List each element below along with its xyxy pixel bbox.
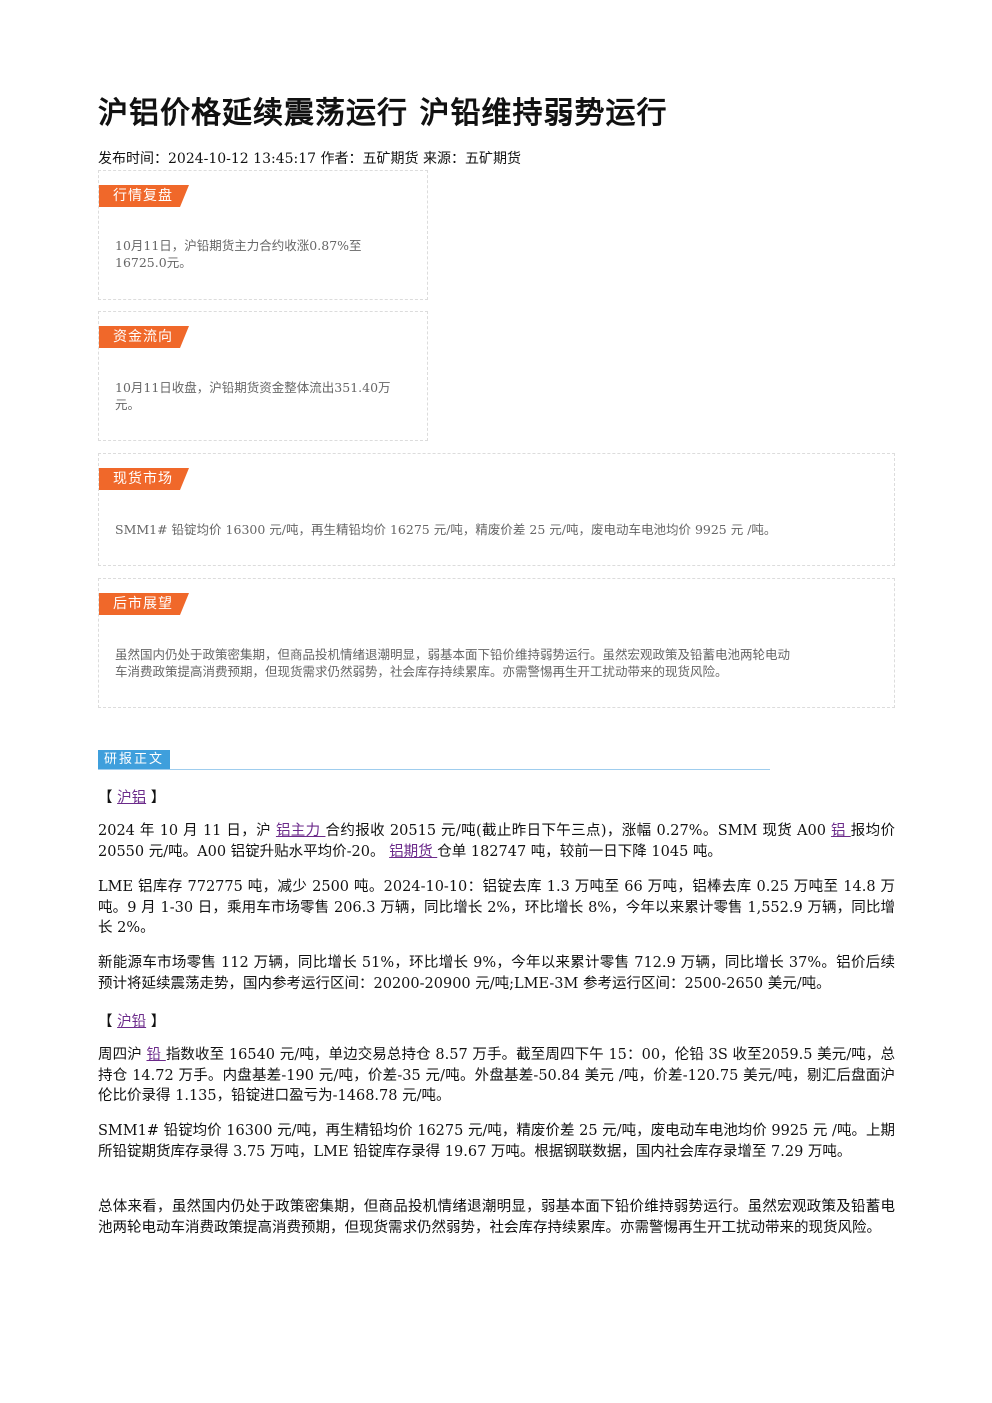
section-text-line: 10月11日，沪铅期货主力合约收涨0.87%至 bbox=[115, 238, 362, 253]
section-text-line: 10月11日收盘，沪铅期货资金整体流出351.40万 bbox=[115, 380, 391, 395]
link-lead[interactable]: 沪铅 bbox=[117, 1014, 147, 1030]
heading-lead: 【 沪铅 】 bbox=[98, 1014, 166, 1030]
section-tag: 后市展望 bbox=[99, 593, 189, 615]
section-market-review: 行情复盘 10月11日，沪铅期货主力合约收涨0.87%至 16725.0元。 bbox=[98, 170, 428, 300]
lead-paragraph-1: 周四沪 铅 指数收至 16540 元/吨，单边交易总持仓 8.57 万手。截至周… bbox=[98, 1047, 896, 1104]
lead-paragraph-3: 总体来看，虽然国内仍处于政策密集期，但商品投机情绪退潮明显，弱基本面下铅价维持弱… bbox=[98, 1199, 895, 1236]
section-text-line: 车消费政策提高消费预期，但现货需求仍然弱势，社会库存持续累库。亦需警惕再生开工扰… bbox=[115, 664, 728, 679]
aluminium-paragraph-3: 新能源车市场零售 112 万辆，同比增长 51%，环比增长 9%，今年以来累计零… bbox=[98, 955, 895, 992]
link-aluminium[interactable]: 沪铝 bbox=[117, 790, 147, 806]
report-divider bbox=[98, 769, 770, 770]
section-text: SMM1# 铅锭均价 16300 元/吨，再生精铅均价 16275 元/吨，精废… bbox=[115, 521, 776, 538]
lead-paragraph-2: SMM1# 铅锭均价 16300 元/吨，再生精铅均价 16275 元/吨，精废… bbox=[98, 1123, 895, 1160]
section-spot-market: 现货市场 SMM1# 铅锭均价 16300 元/吨，再生精铅均价 16275 元… bbox=[98, 453, 895, 566]
link-aluminium-futures[interactable]: 铝期货 bbox=[389, 843, 438, 860]
section-text-line: 虽然国内仍处于政策密集期，但商品投机情绪退潮明显，弱基本面下铅价维持弱势运行。虽… bbox=[115, 647, 791, 662]
link-aluminium-main[interactable]: 铝主力 bbox=[275, 823, 326, 839]
aluminium-paragraph-1: 2024 年 10 月 11 日，沪 铝主力 合约报收 20515 元/吨(截止… bbox=[98, 823, 896, 860]
section-text: 10月11日，沪铅期货主力合约收涨0.87%至 16725.0元。 bbox=[115, 237, 362, 271]
section-text-line: SMM1# 铅锭均价 16300 元/吨，再生精铅均价 16275 元/吨，精废… bbox=[115, 522, 777, 537]
aluminium-paragraph-2: LME 铝库存 772775 吨，减少 2500 吨。2024-10-10：铝锭… bbox=[98, 879, 895, 936]
page-title: 沪铝价格延续震荡运行 沪铅维持弱势运行 bbox=[98, 96, 668, 131]
section-tag: 行情复盘 bbox=[99, 185, 189, 207]
section-text: 10月11日收盘，沪铅期货资金整体流出351.40万 元。 bbox=[115, 379, 391, 413]
publish-meta: 发布时间：2024-10-12 13:45:17 作者：五矿期货 来源：五矿期货 bbox=[98, 151, 521, 167]
section-tag: 资金流向 bbox=[99, 326, 189, 348]
section-tag: 现货市场 bbox=[99, 468, 189, 490]
section-capital-flow: 资金流向 10月11日收盘，沪铅期货资金整体流出351.40万 元。 bbox=[98, 311, 428, 441]
section-text-line: 元。 bbox=[115, 397, 141, 412]
section-text: 虽然国内仍处于政策密集期，但商品投机情绪退潮明显，弱基本面下铅价维持弱势运行。虽… bbox=[115, 646, 790, 680]
link-lead-index[interactable]: 铅 bbox=[146, 1047, 166, 1063]
link-aluminium-spot[interactable]: 铝 bbox=[830, 823, 851, 839]
section-text-line: 16725.0元。 bbox=[115, 255, 192, 270]
report-label: 研报正文 bbox=[98, 750, 171, 770]
heading-aluminium: 【 沪铝 】 bbox=[98, 790, 166, 806]
section-outlook: 后市展望 虽然国内仍处于政策密集期，但商品投机情绪退潮明显，弱基本面下铅价维持弱… bbox=[98, 578, 895, 708]
